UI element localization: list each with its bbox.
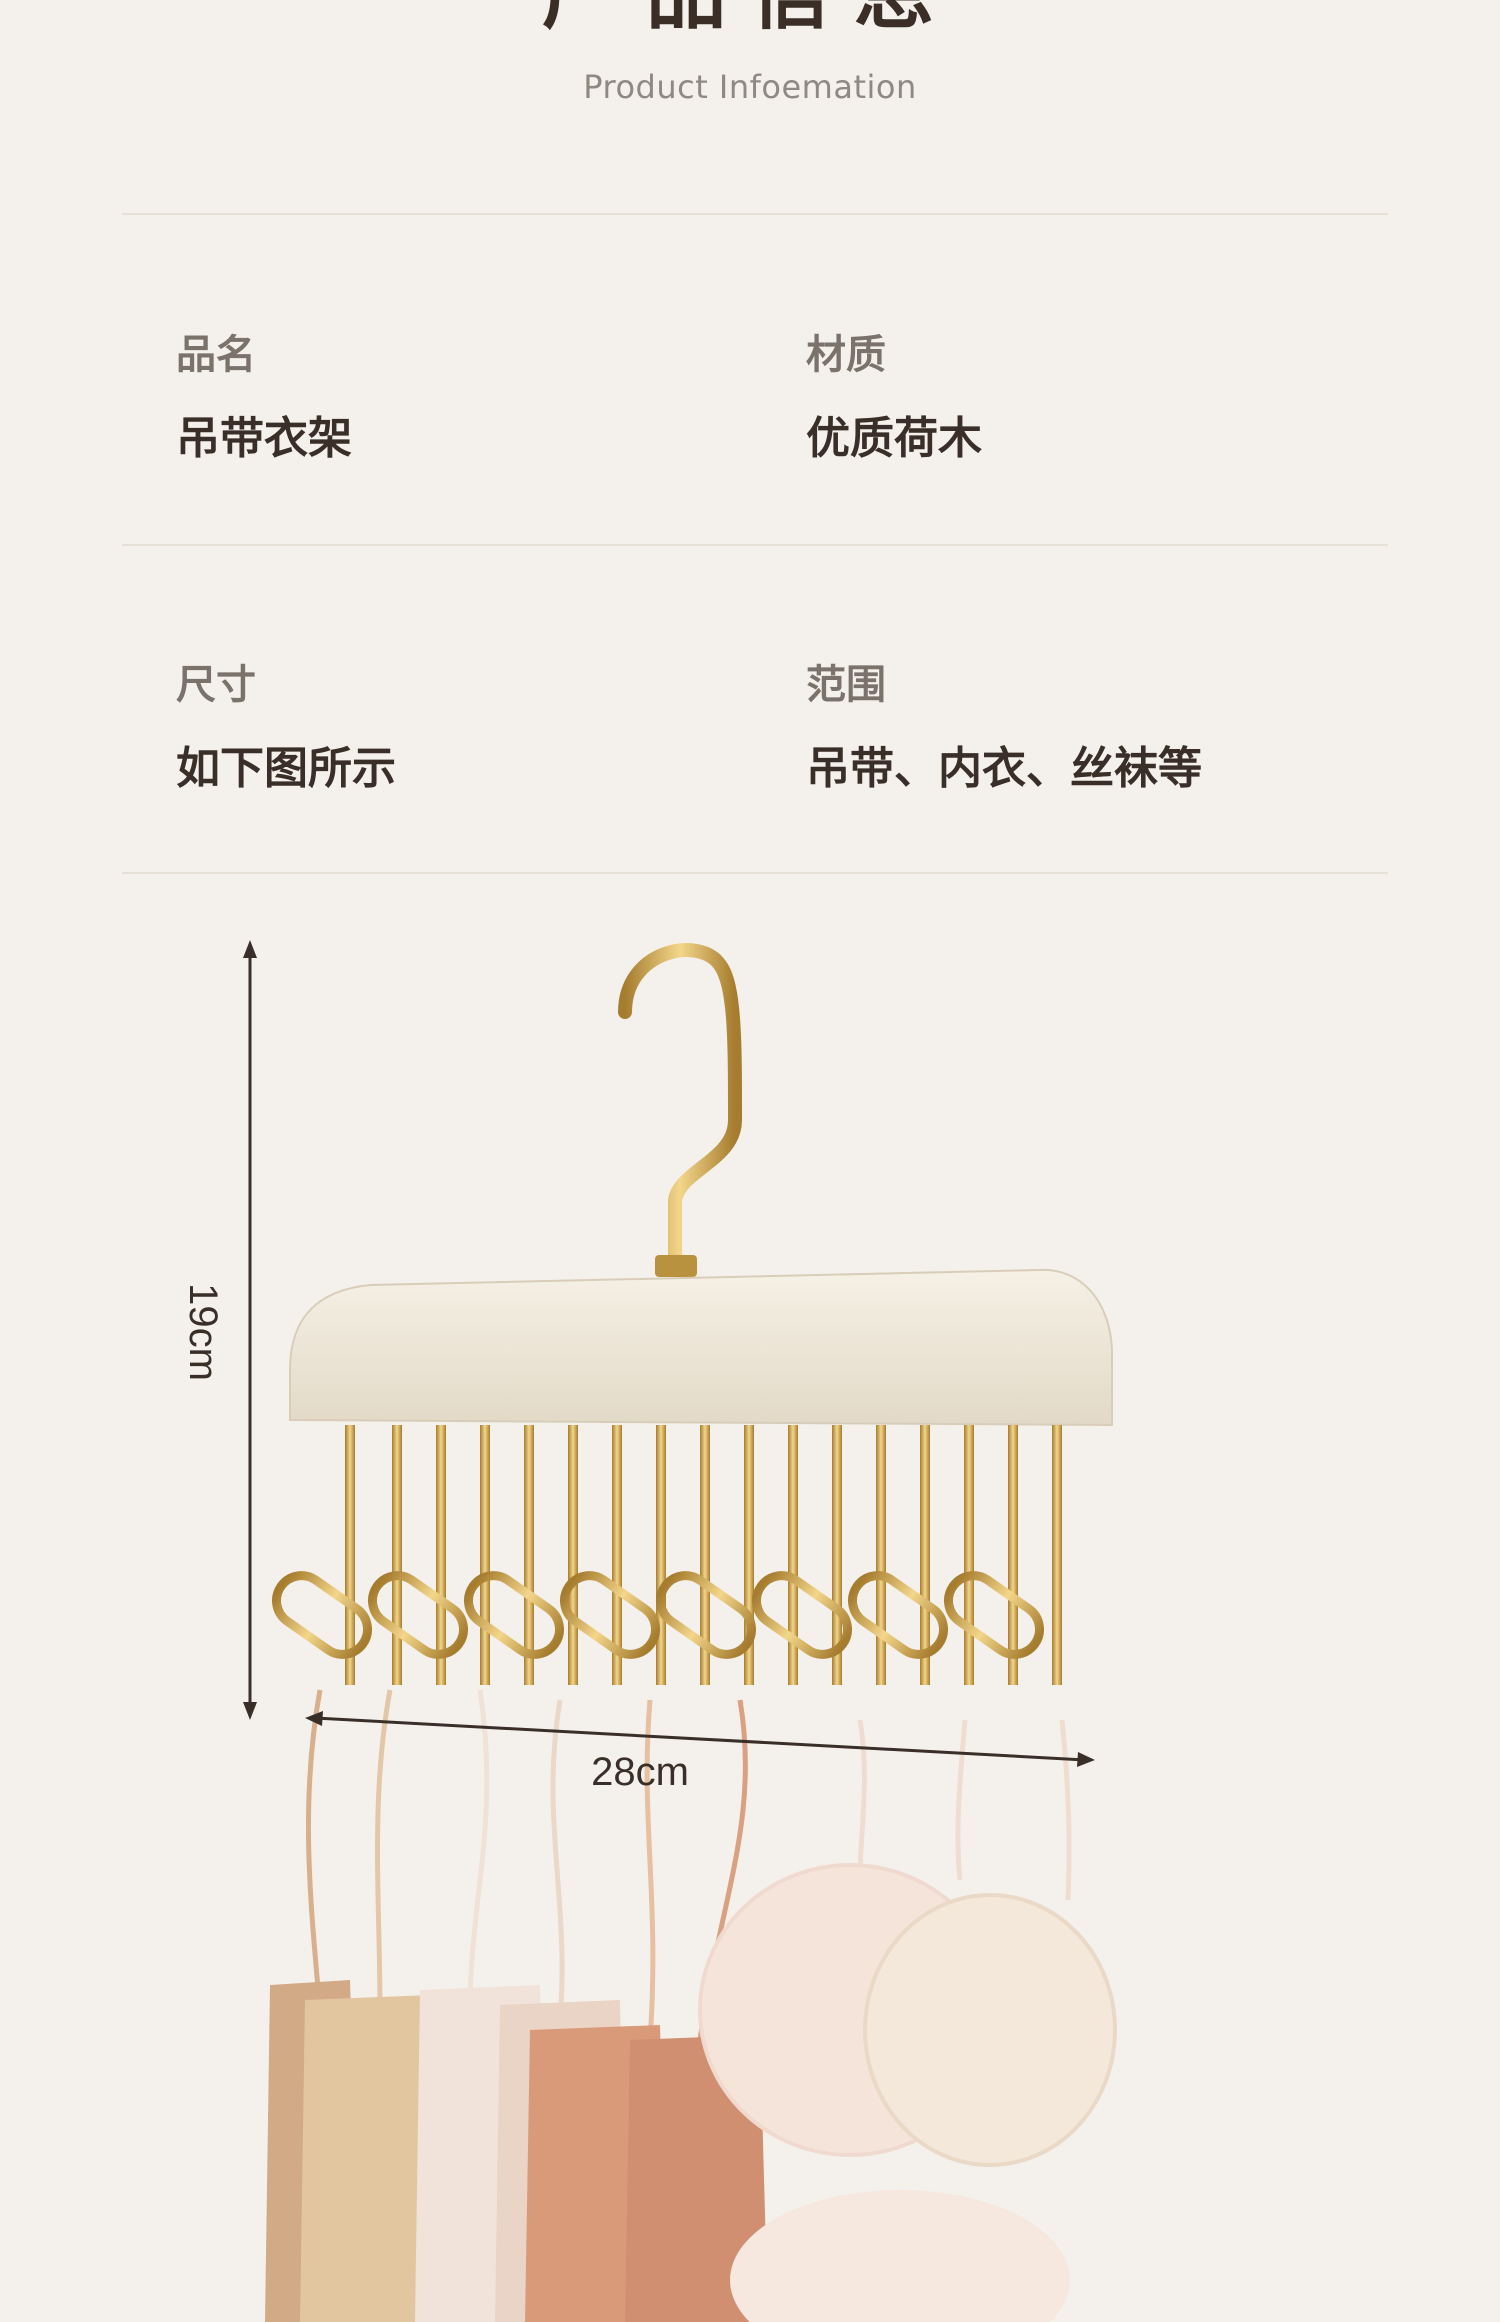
hanger-hook — [618, 943, 743, 1277]
clip-pins — [345, 1425, 1062, 1685]
info-label-size: 尺寸 — [176, 662, 256, 708]
info-label-material: 材质 — [806, 332, 886, 378]
info-value-scope: 吊带、内衣、丝袜等 — [806, 743, 1202, 794]
info-value-size: 如下图所示 — [176, 743, 396, 794]
divider — [122, 872, 1388, 874]
info-value-material: 优质荷木 — [806, 413, 982, 464]
width-dimension: 28cm — [305, 1711, 1095, 1794]
garments — [265, 1980, 768, 2322]
page-title: 产品信息 — [0, 0, 1500, 34]
height-label: 19cm — [181, 1283, 225, 1381]
clip-loops — [272, 1571, 1044, 1659]
bra-cups — [698, 1863, 1117, 2322]
hanger-body — [289, 1268, 1113, 1427]
width-label: 28cm — [591, 1750, 689, 1794]
info-label-scope: 范围 — [806, 662, 886, 708]
height-dimension: 19cm — [181, 940, 257, 1720]
info-value-name: 吊带衣架 — [176, 413, 352, 464]
info-label-name: 品名 — [176, 332, 256, 378]
straps — [305, 1689, 1072, 2041]
divider — [122, 544, 1388, 546]
page-subtitle: Product Infoemation — [583, 68, 917, 106]
divider — [122, 213, 1388, 215]
product-illustration: 19cm 28cm — [181, 940, 1117, 2322]
